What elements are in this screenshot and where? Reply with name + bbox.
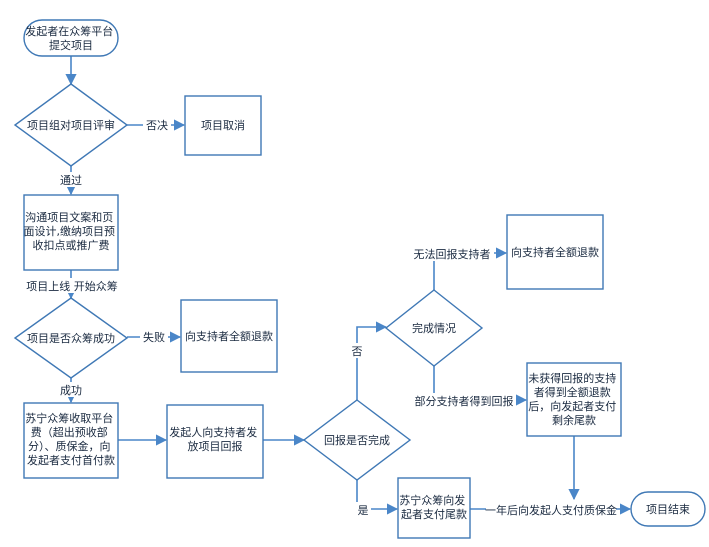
node-send-reward: 发起人向支持者发 放项目回报 — [166, 404, 264, 479]
node-cancel: 项目取消 — [184, 95, 262, 156]
node-full-refund-2-line-1: 向支持者全额退款 — [511, 245, 599, 259]
node-full-refund-1-line-1: 向支持者全额退款 — [185, 329, 273, 343]
node-send-reward-line-1: 发起人向支持者发 — [169, 425, 257, 439]
node-communicate: 沟通项目文案和页 面设计,缴纳项目预 收扣点或推广费 — [23, 194, 119, 271]
node-unreceived: 未获得回报的支持 者得到全额退款 后，向发起者支付 剩余尾款 — [526, 362, 622, 437]
node-send-reward-line-2: 放项目回报 — [188, 439, 243, 453]
node-cancel-line-1: 项目取消 — [201, 118, 245, 132]
node-full-refund-2: 向支持者全额退款 — [506, 214, 604, 290]
node-suning-fee-line-1: 苏宁众筹收取平台 — [25, 411, 113, 425]
svg-text:项目是否众筹成功: 项目是否众筹成功 — [27, 331, 115, 345]
node-unreceived-line-3: 后，向发起者支付 — [528, 399, 616, 413]
node-unreceived-line-1: 未获得回报的支持 — [528, 371, 616, 385]
node-suning-fee: 苏宁众筹收取平台 费（超出预收部 分）、质保金，向 发起者支付首付款 — [23, 402, 119, 479]
svg-text:向支持者全额退款: 向支持者全额退款 — [511, 245, 599, 259]
svg-text:发起者在众筹平台 提交项目: 发起者在众筹平台 提交项目 — [25, 24, 117, 52]
label-no: 否 — [352, 345, 363, 358]
node-pay-remainder-line-1: 苏宁众筹向发 — [399, 493, 465, 507]
label-pass: 通过 — [60, 174, 82, 187]
node-reward-done-line-1: 回报是否完成 — [324, 433, 390, 447]
svg-text:苏宁众筹向发 起者支付尾款: 苏宁众筹向发 起者支付尾款 — [399, 493, 469, 521]
label-deposit: 一年后向发起人支付质保金 — [485, 503, 617, 517]
label-reject: 否决 — [146, 119, 168, 132]
node-pay-remainder: 苏宁众筹向发 起者支付尾款 — [397, 477, 471, 539]
node-suning-fee-line-2: 费（超出预收部 — [31, 425, 108, 439]
label-partial-reward: 部分支持者得到回报 — [415, 394, 514, 408]
node-review-decision: 项目组对项目评审 — [13, 83, 129, 167]
node-end: 项目结束 — [630, 491, 706, 527]
svg-text:项目取消: 项目取消 — [201, 118, 245, 132]
edge-labels: 否决 通过 项目上线 开始众筹 失败 成功 否 是 无法回报支持者 部分支持者得… — [24, 117, 617, 517]
svg-text:项目组对项目评审: 项目组对项目评审 — [27, 118, 115, 132]
svg-text:向支持者全额退款: 向支持者全额退款 — [185, 329, 273, 343]
node-full-refund-1: 向支持者全额退款 — [180, 299, 278, 373]
node-funding-success-decision: 项目是否众筹成功 — [13, 297, 129, 379]
svg-text:项目结束: 项目结束 — [646, 503, 690, 516]
node-reward-done-decision: 回报是否完成 — [302, 399, 412, 481]
node-completion-decision: 完成情况 — [384, 289, 484, 367]
label-fail: 失败 — [143, 330, 165, 344]
node-communicate-line-2: 面设计,缴纳项目预 — [24, 224, 116, 238]
edge-done-no-to-completion — [356, 321, 388, 400]
svg-text:回报是否完成: 回报是否完成 — [324, 433, 390, 447]
node-completion-line-1: 完成情况 — [412, 321, 456, 335]
node-start-line-2: 提交项目 — [49, 38, 93, 52]
svg-text:未获得回报的支持 者得到全额退款 后: 未获得回报的支持 者得到全额退款 后，向发起者支付 剩余尾款 — [528, 371, 620, 427]
node-unreceived-line-2: 者得到全额退款 — [534, 385, 611, 399]
label-launch: 项目上线 开始众筹 — [26, 279, 118, 293]
label-success: 成功 — [60, 384, 82, 397]
node-review-line-1: 项目组对项目评审 — [27, 118, 115, 132]
node-suning-fee-line-3: 分）、质保金，向 — [28, 439, 111, 453]
node-communicate-line-3: 收扣点或推广费 — [33, 238, 110, 252]
node-pay-remainder-line-2: 起者支付尾款 — [401, 507, 467, 521]
node-suning-fee-line-4: 发起者支付首付款 — [27, 453, 115, 467]
svg-text:发起人向支持者发 放项目回报: 发起人向支持者发 放项目回报 — [169, 425, 261, 453]
svg-text:完成情况: 完成情况 — [412, 321, 456, 335]
node-start: 发起者在众筹平台 提交项目 — [23, 19, 119, 57]
svg-text:苏宁众筹收取平台 费（超出预收部 分: 苏宁众筹收取平台 费（超出预收部 分）、质保金，向 发起者支付首付款 — [25, 411, 117, 467]
svg-text:沟通项目文案和页 面设计,缴纳项目预: 沟通项目文案和页 面设计,缴纳项目预 收扣点或推广费 — [24, 210, 119, 252]
node-start-line-1: 发起者在众筹平台 — [25, 24, 113, 38]
node-communicate-line-1: 沟通项目文案和页 — [25, 210, 113, 224]
label-cannot-reward: 无法回报支持者 — [414, 247, 491, 261]
node-end-line-1: 项目结束 — [646, 503, 690, 516]
node-unreceived-line-4: 剩余尾款 — [552, 413, 596, 427]
node-funding-success-line-1: 项目是否众筹成功 — [27, 331, 115, 345]
label-yes: 是 — [358, 504, 369, 517]
